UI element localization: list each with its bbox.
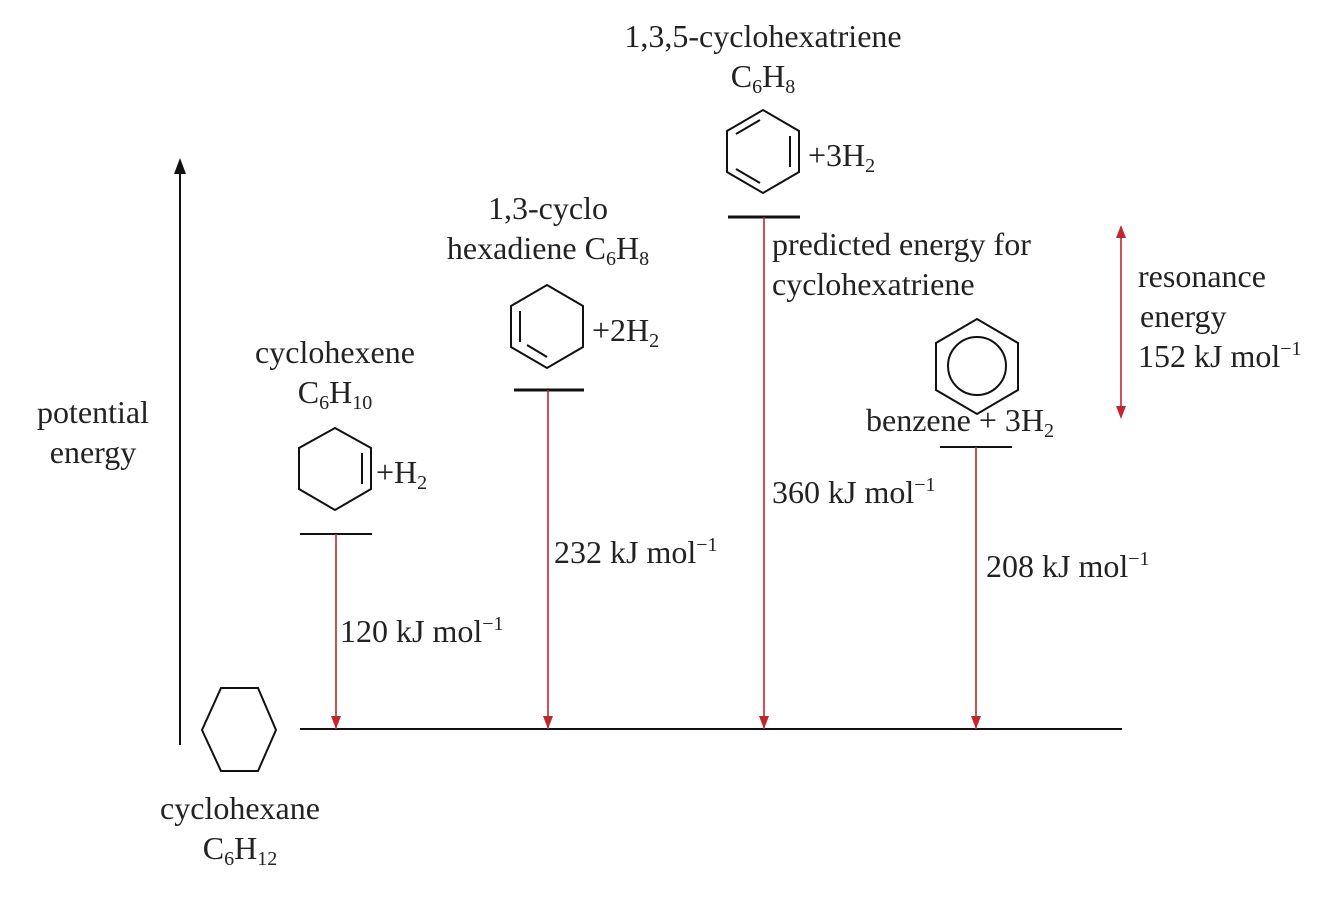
cyclohexene-ring-icon xyxy=(298,426,372,512)
resonance-energy-label: resonance energy 152 kJ mol−1 xyxy=(1138,256,1302,376)
benzene-label: benzene + 3H2 xyxy=(866,402,1054,442)
benzene-ring-icon xyxy=(935,317,1019,416)
cyclohexadiene-plus-2h2: +2H2 xyxy=(592,312,660,352)
cyclohexadiene-label: 1,3-cyclo hexadiene C6H8 xyxy=(418,188,678,270)
cyclohexadiene-energy-label: 232 kJ mol−1 xyxy=(554,534,718,570)
resonance-arrowhead-top xyxy=(1116,225,1126,238)
axis-label-line2: energy xyxy=(49,434,137,470)
arrowhead-benzene xyxy=(971,716,981,729)
predicted-note-line1: predicted energy for xyxy=(772,226,1031,262)
cyclohexatriene-plus-3h2: +3H2 xyxy=(808,137,876,177)
cyclohexatriene-label: 1,3,5-cyclohexatriene C6H8 xyxy=(578,16,948,98)
cyclohexane-ring-icon xyxy=(200,687,278,772)
cyclohexene-energy-label: 120 kJ mol−1 xyxy=(340,613,504,649)
resonance-arrowhead-bottom xyxy=(1116,406,1126,419)
axis-label-line1: potential xyxy=(37,394,149,430)
cyclohexene-formula: C6H10 xyxy=(297,374,373,414)
arrowhead-cyclohexadiene xyxy=(543,716,553,729)
cyclohexadiene-name-line2: hexadiene C6H8 xyxy=(446,230,650,270)
resonance-line2: energy xyxy=(1140,298,1227,334)
cyclohexadiene-name-line1: 1,3-cyclo xyxy=(488,190,608,226)
cyclohexatriene-name: 1,3,5-cyclohexatriene xyxy=(624,18,902,54)
resonance-line1: resonance xyxy=(1138,258,1266,294)
cyclohexatriene-energy-label: 360 kJ mol−1 xyxy=(772,474,936,510)
benzene-energy-label: 208 kJ mol−1 xyxy=(986,548,1150,584)
cyclohexene-plus-h2: +H2 xyxy=(376,454,428,494)
cyclohexene-label: cyclohexene C6H10 xyxy=(230,332,440,414)
cyclohexadiene-ring-icon xyxy=(510,283,584,370)
cyclohexane-name: cyclohexane xyxy=(160,790,320,826)
axis-label: potential energy xyxy=(18,392,168,472)
axis-arrowhead xyxy=(174,158,186,174)
cyclohexatriene-predicted-note: predicted energy for cyclohexatriene xyxy=(772,224,1031,304)
arrowhead-cyclohexene xyxy=(331,716,341,729)
cyclohexatriene-ring-icon xyxy=(726,108,800,195)
arrowhead-cyclohexatriene xyxy=(759,716,769,729)
cyclohexene-name: cyclohexene xyxy=(255,334,415,370)
cyclohexane-formula: C6H12 xyxy=(202,830,278,870)
cyclohexatriene-formula: C6H8 xyxy=(730,58,796,98)
predicted-note-line2: cyclohexatriene xyxy=(772,266,975,302)
resonance-line3: 152 kJ mol−1 xyxy=(1138,338,1302,374)
cyclohexane-label: cyclohexane C6H12 xyxy=(130,788,350,870)
